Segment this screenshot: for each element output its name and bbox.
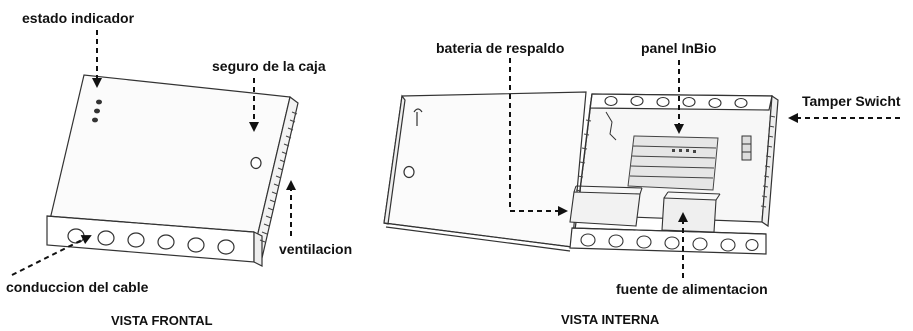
label-tamper: Tamper Swicht (802, 93, 901, 109)
internal-open-door (383, 91, 587, 252)
caption-vista-interna: VISTA INTERNA (561, 312, 660, 327)
internal-right-vents (760, 115, 776, 208)
front-lock (250, 156, 262, 170)
pointer-arrows (11, 30, 900, 278)
label-panel-inbio: panel InBio (641, 40, 717, 56)
label-bateria-respaldo: bateria de respaldo (436, 40, 565, 56)
front-cable-knockouts (67, 228, 235, 255)
internal-top-knockouts (604, 95, 748, 109)
label-seguro-caja: seguro de la caja (212, 58, 326, 74)
internal-bottom-knockouts (580, 233, 759, 252)
label-ventilacion: ventilacion (279, 241, 353, 257)
inbio-panel-board (627, 135, 719, 191)
internal-bracket (605, 111, 617, 141)
power-supply-part (661, 191, 721, 233)
tamper-switch-part (741, 135, 752, 161)
label-conduccion-cable: conduccion del cable (6, 279, 149, 295)
label-fuente: fuente de alimentacion (616, 281, 768, 297)
arrow-conduccion-cable (11, 235, 92, 276)
front-view-box (46, 74, 299, 267)
front-indicator-leds (92, 99, 102, 123)
front-ventilation-slats (259, 111, 298, 243)
internal-left-hinges (575, 119, 592, 192)
backup-battery-part (569, 185, 643, 227)
label-estado-indicador: estado indicador (22, 10, 135, 26)
caption-vista-frontal: VISTA FRONTAL (111, 313, 213, 328)
arrow-bateria-respaldo (509, 58, 568, 216)
